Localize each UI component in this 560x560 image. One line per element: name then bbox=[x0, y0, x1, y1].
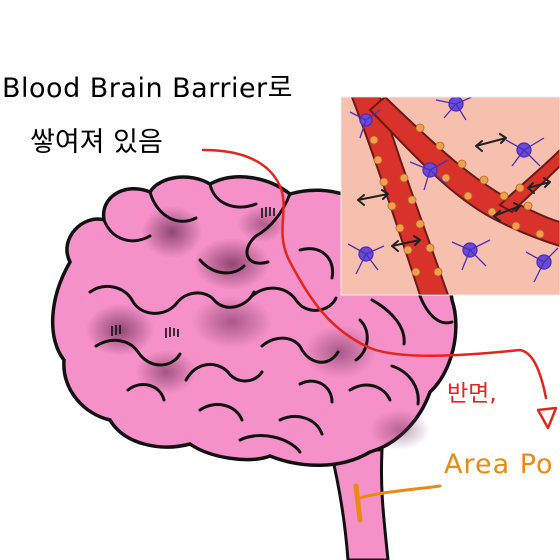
blood-vessel bbox=[350, 97, 450, 295]
surrounded-label: 쌓여져 있음 bbox=[30, 127, 163, 158]
blood-vessel bbox=[498, 148, 560, 214]
area-pointer-line bbox=[358, 484, 442, 500]
neuron bbox=[347, 97, 559, 283]
bbb-label: Blood Brain Barrier로 bbox=[2, 73, 293, 104]
area-postrema-mark bbox=[353, 483, 363, 523]
bbb-inset bbox=[341, 97, 560, 295]
area-postrema-label: Area Po bbox=[444, 449, 554, 480]
red-arrow-line bbox=[201, 148, 548, 400]
red-arrowhead bbox=[536, 406, 558, 430]
contrast-label: 반면, bbox=[447, 381, 497, 407]
